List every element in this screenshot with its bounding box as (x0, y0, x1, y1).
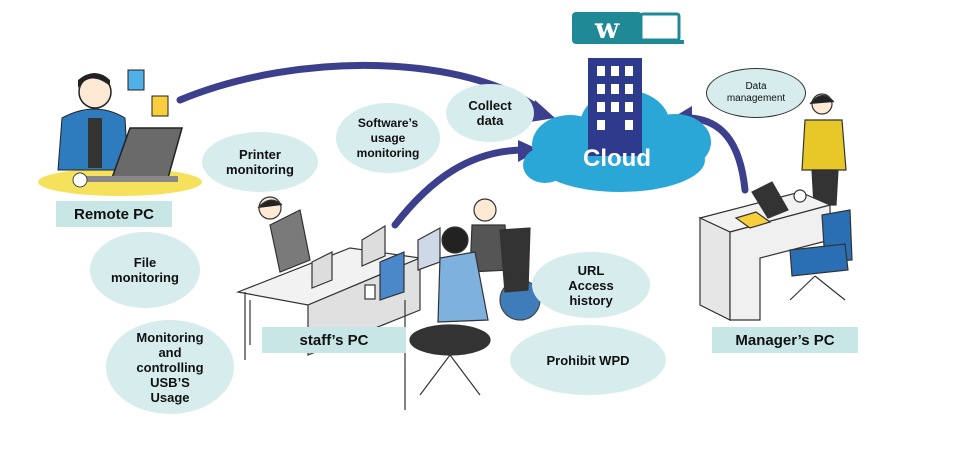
prohibit-wpd-bubble: Prohibit WPD (510, 325, 666, 395)
arrowhead-staff (518, 140, 540, 162)
remote-worker-illustration (38, 69, 202, 196)
cloud-label: Cloud (583, 145, 651, 172)
logo-text: w (594, 12, 620, 45)
software-usage-bubble: Software’s usage monitoring (336, 103, 440, 173)
usb-monitoring-bubble: Monitoring and controlling USB’S Usage (106, 320, 234, 414)
arrow-staff-to-cloud (391, 146, 529, 229)
remote-pc-label: Remote PC (56, 201, 172, 227)
staff-pc-label: staff’s PC (262, 327, 406, 353)
file-monitoring-bubble: File monitoring (90, 232, 200, 308)
arrowhead-remote (530, 100, 555, 122)
staff-office-illustration (235, 196, 541, 410)
logo-icon: w (572, 12, 684, 45)
building-icon (588, 58, 642, 156)
arrow-manager-to-cloud (686, 114, 749, 194)
manager-pc-label: Manager’s PC (712, 327, 858, 353)
data-management-bubble: Data management (706, 68, 806, 118)
url-access-bubble: URL Access history (532, 252, 650, 318)
printer-monitoring-bubble: Printer monitoring (202, 132, 318, 192)
manager-illustration (698, 93, 853, 321)
collect-data-bubble: Collect data (446, 84, 534, 142)
